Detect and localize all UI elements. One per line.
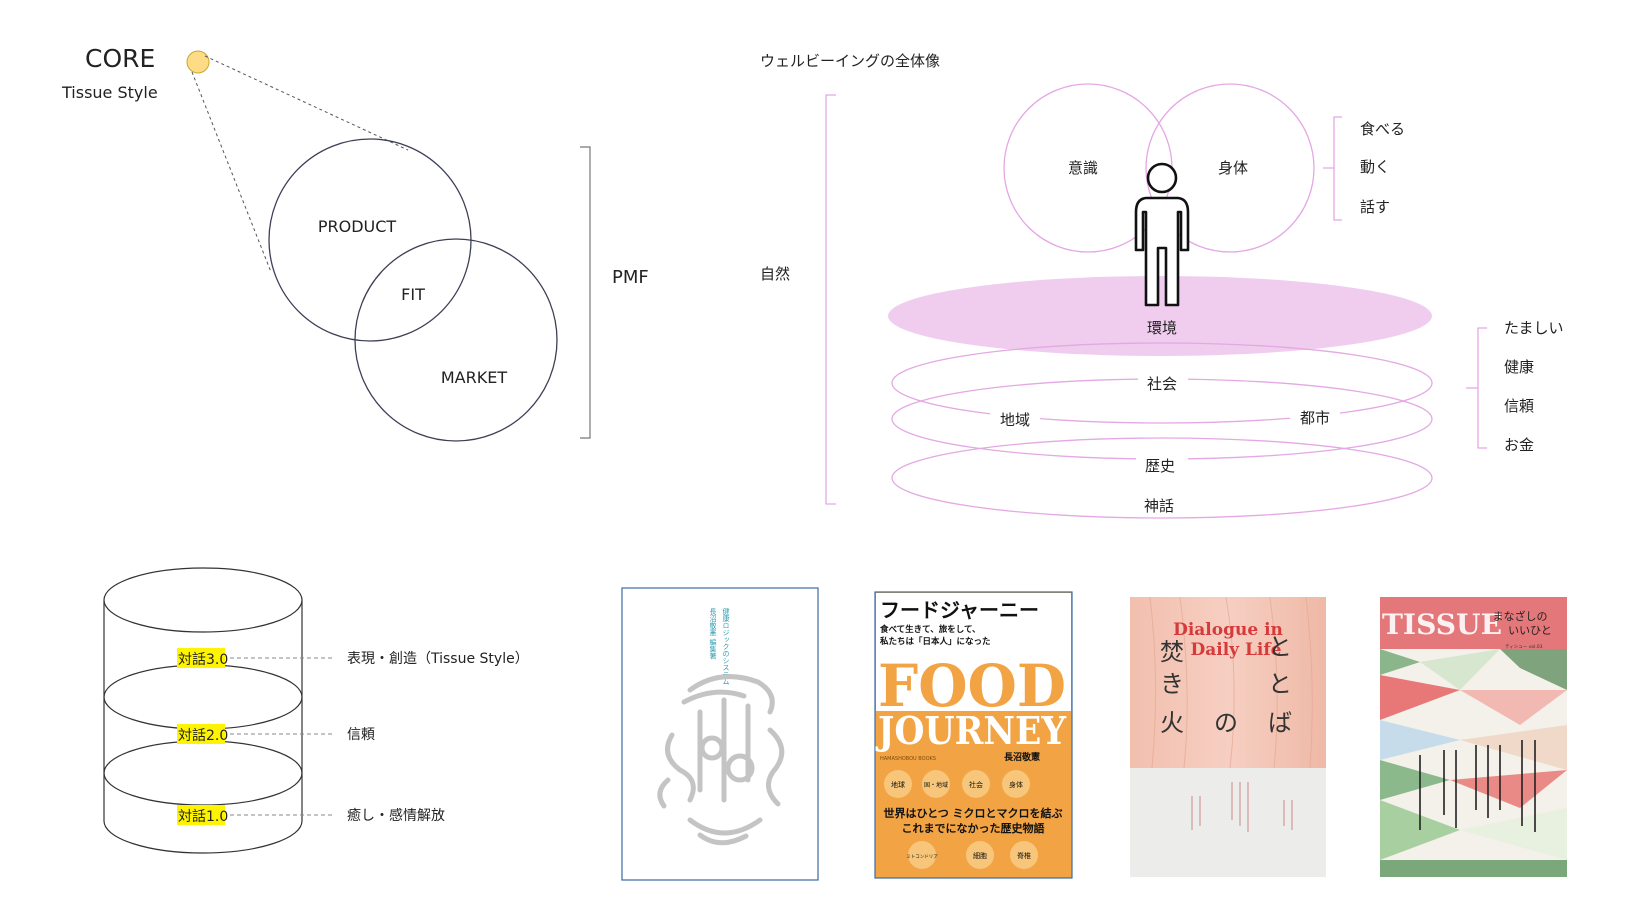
book3-jp-a2: き — [1160, 670, 1184, 698]
city-label: 都市 — [1300, 409, 1330, 427]
region-label: 地域 — [1000, 411, 1030, 429]
book1-vertical-author: 長沼敬憲 編集著 — [709, 608, 717, 660]
core-diagram: CORE Tissue Style PRODUCT FIT MARKET PMF — [61, 44, 649, 442]
book2-circle-1: 地球 — [891, 780, 905, 789]
wellbeing-title: ウェルビーイングの全体像 — [760, 52, 940, 70]
layer-3-top — [103, 567, 303, 633]
book2-tagline-1: 世界はひとつ ミクロとマクロを結ぶ — [883, 806, 1062, 820]
book1-ornament-illustration — [657, 674, 785, 846]
human-figure-icon — [1134, 162, 1190, 307]
product-label: PRODUCT — [318, 217, 397, 236]
book3-jp-c2: と — [1268, 670, 1292, 698]
dialogue-3-desc: 表現・創造（Tissue Style） — [347, 651, 529, 667]
book2-circle-2: 国・地域 — [924, 781, 948, 789]
book-cover-4: TISSUE まなざしの いいひと ティシュー vol.03 — [1380, 597, 1567, 877]
core-subtitle: Tissue Style — [61, 83, 158, 102]
market-label: MARKET — [441, 368, 507, 387]
society-label: 社会 — [1147, 375, 1177, 393]
book3-jp-a1: 焚 — [1160, 638, 1184, 666]
values-bracket — [1466, 327, 1487, 449]
book2-circles: 地球 国・地域 社会 身体 ミトコンドリア 細胞 脊椎 — [884, 770, 1038, 869]
dialogue-1-label: 対話1.0 — [178, 808, 228, 825]
book2-subtitle-2: 私たちは「日本人」になった — [879, 636, 991, 647]
book2-journey: JOURNEY — [875, 708, 1067, 753]
pmf-label: PMF — [612, 267, 649, 288]
value-soul: たましい — [1504, 319, 1564, 337]
mind-label: 意識 — [1068, 159, 1098, 177]
dialogue-2-label: 対話2.0 — [178, 727, 228, 744]
wellbeing-diagram: ウェルビーイングの全体像 自然 意識 身体 食べる 動く 話す 環境 社会 地域… — [760, 52, 1564, 519]
action-talk: 話す — [1360, 198, 1390, 216]
fit-label: FIT — [401, 285, 425, 304]
zoom-line-bottom — [191, 71, 272, 273]
book4-issue: ティシュー vol.03 — [1505, 644, 1543, 650]
market-circle — [354, 238, 558, 442]
book-cover-1: 健康ロジックのシステム 長沼敬憲 編集著 — [621, 587, 819, 881]
history-label: 歴史 — [1145, 457, 1175, 475]
book3-en-title-2: Daily Life — [1190, 640, 1281, 660]
action-move: 動く — [1360, 158, 1390, 176]
book-cover-2: フードジャーニー 食べて生きて、旅をして、 私たちは「日本人」になった FOOD… — [874, 591, 1073, 879]
book2-title-jp: フードジャーニー — [880, 598, 1039, 622]
book3-jp-a3: 火 — [1160, 709, 1184, 737]
book2-circle-4: 身体 — [1009, 780, 1023, 789]
book2-author: 長沼敬憲 — [1004, 751, 1040, 763]
book3-jp-c1: ば — [1268, 709, 1292, 737]
book2-food: FOOD — [878, 652, 1066, 720]
book-cover-3: Dialogue in Daily Life 焚 き 火 と の ば と — [1130, 596, 1326, 877]
actions-bracket — [1323, 116, 1342, 221]
core-title: CORE — [85, 44, 155, 73]
zoom-line-top — [204, 55, 409, 151]
value-health: 健康 — [1504, 358, 1534, 376]
book2-subtitle-1: 食べて生きて、旅をして、 — [880, 624, 981, 635]
book2-circle-7: 脊椎 — [1017, 851, 1031, 860]
book4-vertical-text — [1419, 740, 1536, 832]
book3-en-title-1: Dialogue in — [1173, 620, 1283, 640]
book2-tagline-2: これまでになかった歴史物語 — [902, 821, 1045, 835]
history-ring — [891, 437, 1433, 519]
dialogue-cylinder: 対話3.0 表現・創造（Tissue Style） 対話2.0 信頼 対話1.0… — [103, 567, 529, 854]
environment-label: 環境 — [1147, 319, 1177, 337]
core-dot — [186, 50, 210, 74]
book2-circle-3: 社会 — [969, 780, 983, 789]
pmf-bracket — [580, 146, 591, 439]
society-ring — [891, 342, 1433, 424]
book4-feature: まなざしの — [1493, 609, 1548, 623]
body-label: 身体 — [1218, 159, 1248, 177]
book2-circle-6: 細胞 — [973, 851, 987, 860]
book2-circle-5: ミトコンドリア — [906, 854, 938, 860]
book3-small-text — [1191, 782, 1293, 832]
value-trust: 信頼 — [1504, 397, 1534, 415]
book4-feature-2: いいひと — [1508, 624, 1552, 637]
book3-jp-b1: と — [1268, 633, 1292, 661]
dialogue-1-desc: 癒し・感情解放 — [347, 807, 445, 824]
dialogue-3-label: 対話3.0 — [178, 651, 228, 668]
value-money: お金 — [1504, 436, 1534, 454]
action-eat: 食べる — [1360, 120, 1405, 138]
body-circle — [1145, 83, 1315, 253]
environment-disc — [888, 276, 1432, 356]
nature-label: 自然 — [760, 265, 790, 283]
nature-bracket — [825, 94, 836, 505]
dialogue-2-desc: 信頼 — [347, 727, 375, 743]
book2-publisher: HAMASHOBOU BOOKS — [880, 756, 936, 762]
myth-label: 神話 — [1144, 497, 1174, 515]
book4-title: TISSUE — [1382, 608, 1502, 641]
book1-vertical-title: 健康ロジックのシステム — [722, 607, 730, 685]
book3-jp-b2: の — [1214, 709, 1238, 737]
